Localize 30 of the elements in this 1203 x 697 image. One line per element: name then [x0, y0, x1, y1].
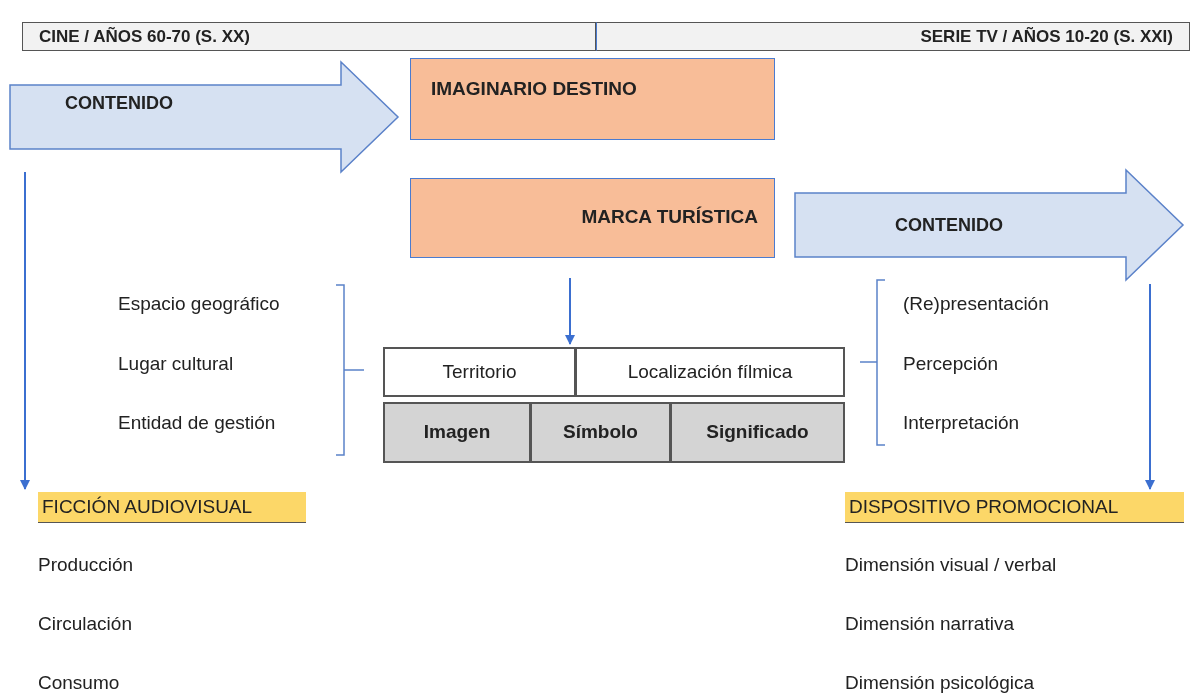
table-cell: Localización fílmica: [575, 347, 845, 397]
table-cell: Símbolo: [530, 402, 671, 463]
edge-label: CONTENIDO: [895, 214, 1003, 237]
arrow: [565, 277, 575, 345]
block-arrow: [794, 168, 1185, 282]
edge-label: CONTENIDO: [65, 92, 173, 115]
list-item: Espacio geográfico: [118, 294, 280, 313]
arrow: [1145, 283, 1155, 490]
concept-box: MARCA TURÍSTICA: [410, 178, 775, 258]
list-item: Circulación: [38, 614, 132, 633]
list-item: Dimensión psicológica: [845, 673, 1035, 692]
list-item: Dimensión visual / verbal: [845, 555, 1057, 574]
header-bar: CINE / AÑOS 60-70 (S. XX): [22, 22, 596, 51]
list-item: Entidad de gestión: [118, 413, 276, 432]
table-cell: Imagen: [383, 402, 531, 463]
highlighted-heading: FICCIÓN AUDIOVISUAL: [38, 492, 306, 523]
list-item: Producción: [38, 555, 134, 574]
block-arrow: [9, 60, 400, 174]
arrow: [20, 171, 30, 490]
list-item: Consumo: [38, 673, 120, 692]
list-item: Interpretación: [903, 413, 1020, 432]
concept-box: IMAGINARIO DESTINO: [410, 58, 775, 140]
list-item: Percepción: [903, 354, 999, 373]
table-cell: Territorio: [383, 347, 576, 397]
table-cell: Significado: [670, 402, 845, 463]
list-item: Lugar cultural: [118, 354, 234, 373]
list-item: Dimensión narrativa: [845, 614, 1014, 633]
header-bar: SERIE TV / AÑOS 10-20 (S. XXI): [596, 22, 1190, 51]
highlighted-heading: DISPOSITIVO PROMOCIONAL: [845, 492, 1184, 523]
list-item: (Re)presentación: [903, 294, 1049, 313]
